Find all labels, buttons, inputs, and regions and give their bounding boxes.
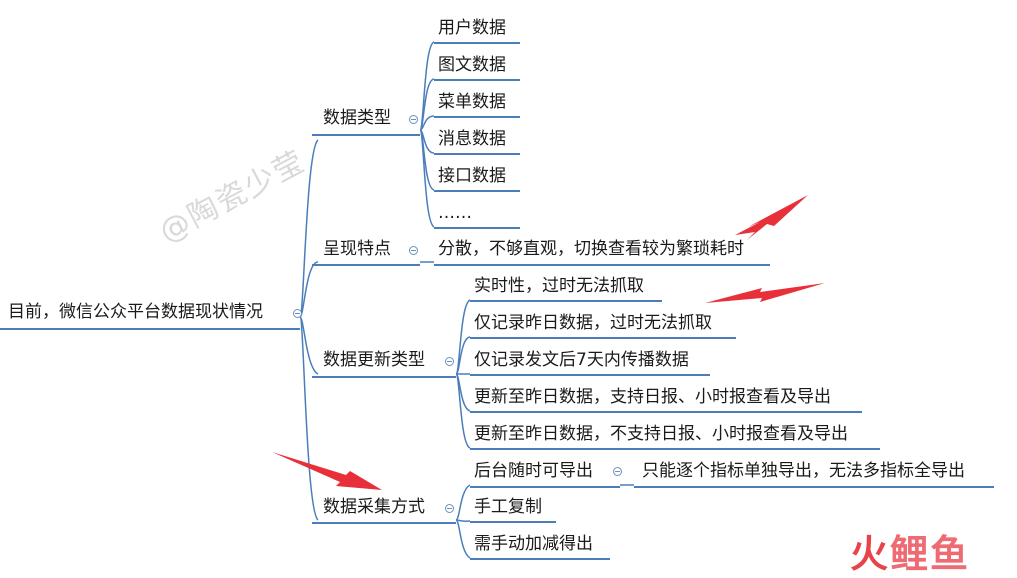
leaf-underline (470, 558, 610, 560)
leaf-node[interactable]: 需手动加减得出 (474, 534, 593, 554)
leaf-underline (434, 79, 520, 81)
branch-underline (312, 134, 420, 136)
leaf-underline (434, 190, 520, 192)
collapse-icon[interactable] (293, 309, 302, 318)
branch-data-types[interactable]: 数据类型 (323, 108, 391, 128)
leaf-underline (470, 411, 862, 413)
collapse-icon[interactable] (409, 115, 418, 124)
leaf-node[interactable]: 仅记录昨日数据，过时无法抓取 (474, 313, 712, 333)
leaf-node[interactable]: 仅记录发文后7天内传播数据 (474, 350, 689, 370)
collapse-icon[interactable] (409, 246, 418, 255)
arrow-3 (272, 452, 382, 490)
leaf-node[interactable]: 分散，不够直观，切换查看较为繁琐耗时 (438, 239, 744, 259)
leaf-node[interactable]: 实时性，过时无法抓取 (474, 276, 644, 296)
leaf-node[interactable]: …… (438, 203, 472, 223)
leaf-underline (470, 486, 620, 488)
collapse-icon[interactable] (445, 504, 454, 513)
leaf-underline (434, 227, 520, 229)
branch-underline (312, 264, 420, 266)
arrow-2 (705, 283, 825, 303)
leaf-node[interactable]: 接口数据 (438, 166, 506, 186)
leaf-node[interactable]: 更新至昨日数据，支持日报、小时报查看及导出 (474, 387, 831, 407)
collapse-icon[interactable] (613, 467, 622, 476)
leaf-underline (634, 486, 994, 488)
logo-part-1: 火 (850, 532, 891, 576)
leaf-underline (470, 300, 662, 302)
arrow-1 (735, 195, 808, 240)
highlight-arrows (272, 195, 825, 490)
leaf-node[interactable]: 图文数据 (438, 55, 506, 75)
collapse-icon[interactable] (445, 357, 454, 366)
root-node[interactable]: 目前，微信公众平台数据现状情况 (8, 302, 263, 322)
leaf-node[interactable]: 只能逐个指标单独导出，无法多指标全导出 (642, 461, 965, 481)
leaf-underline (434, 42, 520, 44)
leaf-underline (470, 374, 710, 376)
leaf-underline (470, 448, 880, 450)
branch-underline (312, 376, 456, 378)
leaf-node[interactable]: 消息数据 (438, 129, 506, 149)
branch-update-types[interactable]: 数据更新类型 (323, 350, 425, 370)
logo-part-2: 鲤鱼 (890, 532, 971, 576)
leaf-underline (434, 153, 520, 155)
leaf-underline (434, 116, 520, 118)
leaf-node[interactable]: 更新至昨日数据，不支持日报、小时报查看及导出 (474, 424, 848, 444)
branch-collection[interactable]: 数据采集方式 (323, 497, 425, 517)
leaf-underline (434, 264, 770, 266)
branch-underline (312, 522, 456, 524)
leaf-underline (470, 337, 736, 339)
leaf-node[interactable]: 菜单数据 (438, 92, 506, 112)
leaf-node[interactable]: 用户数据 (438, 18, 506, 38)
logo: 火鲤鱼 (850, 523, 970, 578)
leaf-node[interactable]: 手工复制 (474, 497, 542, 517)
branch-features[interactable]: 呈现特点 (323, 239, 391, 259)
root-underline (0, 328, 300, 330)
leaf-underline (470, 521, 556, 523)
leaf-node[interactable]: 后台随时可导出 (474, 461, 593, 481)
